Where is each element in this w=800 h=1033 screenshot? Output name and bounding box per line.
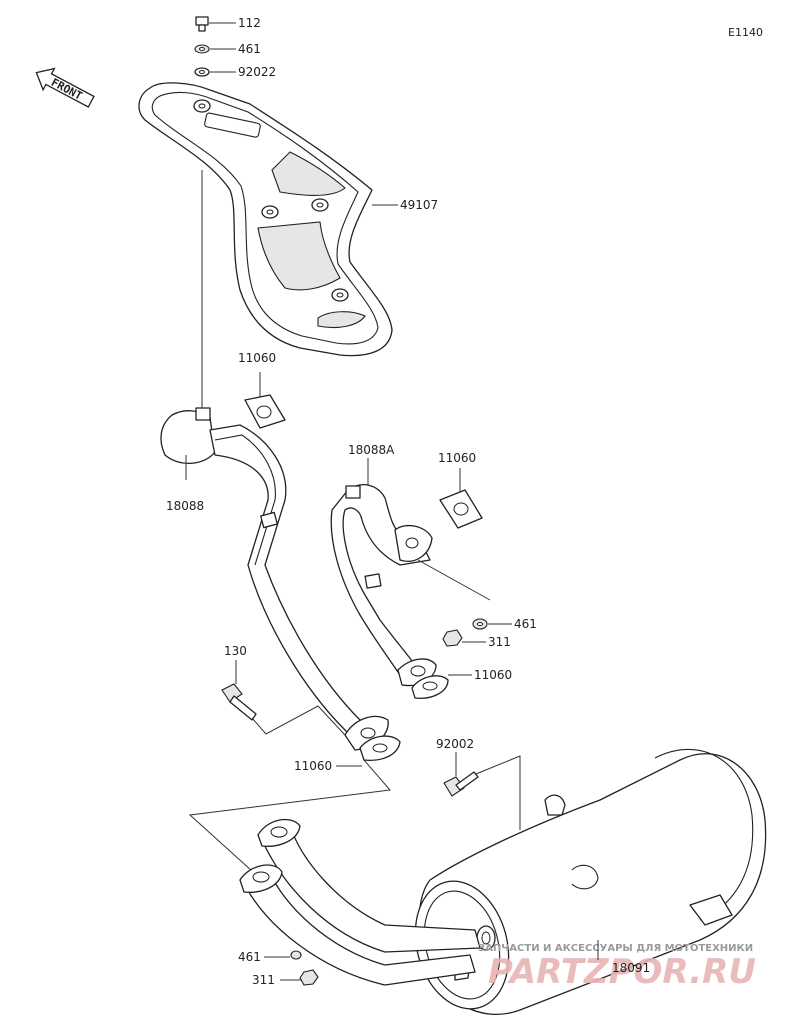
label-gasket-11060-rear-upper: 11060 — [438, 451, 476, 465]
diagram-code: E1140 — [728, 26, 763, 39]
front-label: FRONT — [49, 76, 85, 103]
gasket-11060-rear-lower — [411, 675, 449, 699]
bolt-92002-icon — [443, 771, 479, 797]
label-collar-92022: 92022 — [238, 65, 276, 79]
watermark-brand: PARTZPOR.RU — [488, 952, 756, 992]
heat-guard-49107 — [138, 82, 393, 357]
label-washer-461-bottom: 461 — [238, 950, 261, 964]
label-pipe-18088: 18088 — [166, 499, 204, 513]
label-gasket-11060-rear-lower: 11060 — [474, 668, 512, 682]
collar-92022-icon — [194, 67, 210, 77]
nut-311-mid-icon — [442, 629, 463, 647]
label-bolt-130: 130 — [224, 644, 247, 658]
washer-461-mid-icon — [472, 618, 488, 630]
exhaust-pipe-18088 — [160, 407, 389, 751]
washer-461-top-icon — [194, 44, 210, 54]
watermark-tagline: ЗАПЧАСТИ И АКСЕССУАРЫ ДЛЯ МОТОТЕХНИКИ — [478, 943, 753, 954]
gasket-11060-front-upper — [244, 394, 286, 429]
lower-exhaust-pipe — [239, 818, 481, 986]
label-washer-461-top: 461 — [238, 42, 261, 56]
label-gasket-11060-front-upper: 11060 — [238, 351, 276, 365]
gasket-11060-rear-upper — [439, 489, 483, 529]
label-gasket-11060-front-lower: 11060 — [294, 759, 332, 773]
label-washer-461-mid: 461 — [514, 617, 537, 631]
washer-461-bottom-icon — [290, 950, 302, 960]
label-nut-311-mid: 311 — [488, 635, 511, 649]
label-bolt-92002: 92002 — [436, 737, 474, 751]
label-nut-311-bottom: 311 — [252, 973, 275, 987]
label-muffler-18091: 18091 — [612, 961, 650, 975]
label-bolt-112: 112 — [238, 16, 261, 30]
bolt-130-icon — [221, 683, 257, 721]
label-pipe-18088A: 18088A — [348, 443, 395, 457]
exhaust-pipe-18088A — [330, 484, 437, 687]
nut-311-bottom-icon — [299, 969, 319, 986]
label-heat-guard-49107: 49107 — [400, 198, 438, 212]
bolt-112-icon — [195, 16, 209, 32]
gasket-11060-front-lower — [359, 735, 401, 761]
front-arrow-icon: FRONT — [35, 67, 95, 108]
